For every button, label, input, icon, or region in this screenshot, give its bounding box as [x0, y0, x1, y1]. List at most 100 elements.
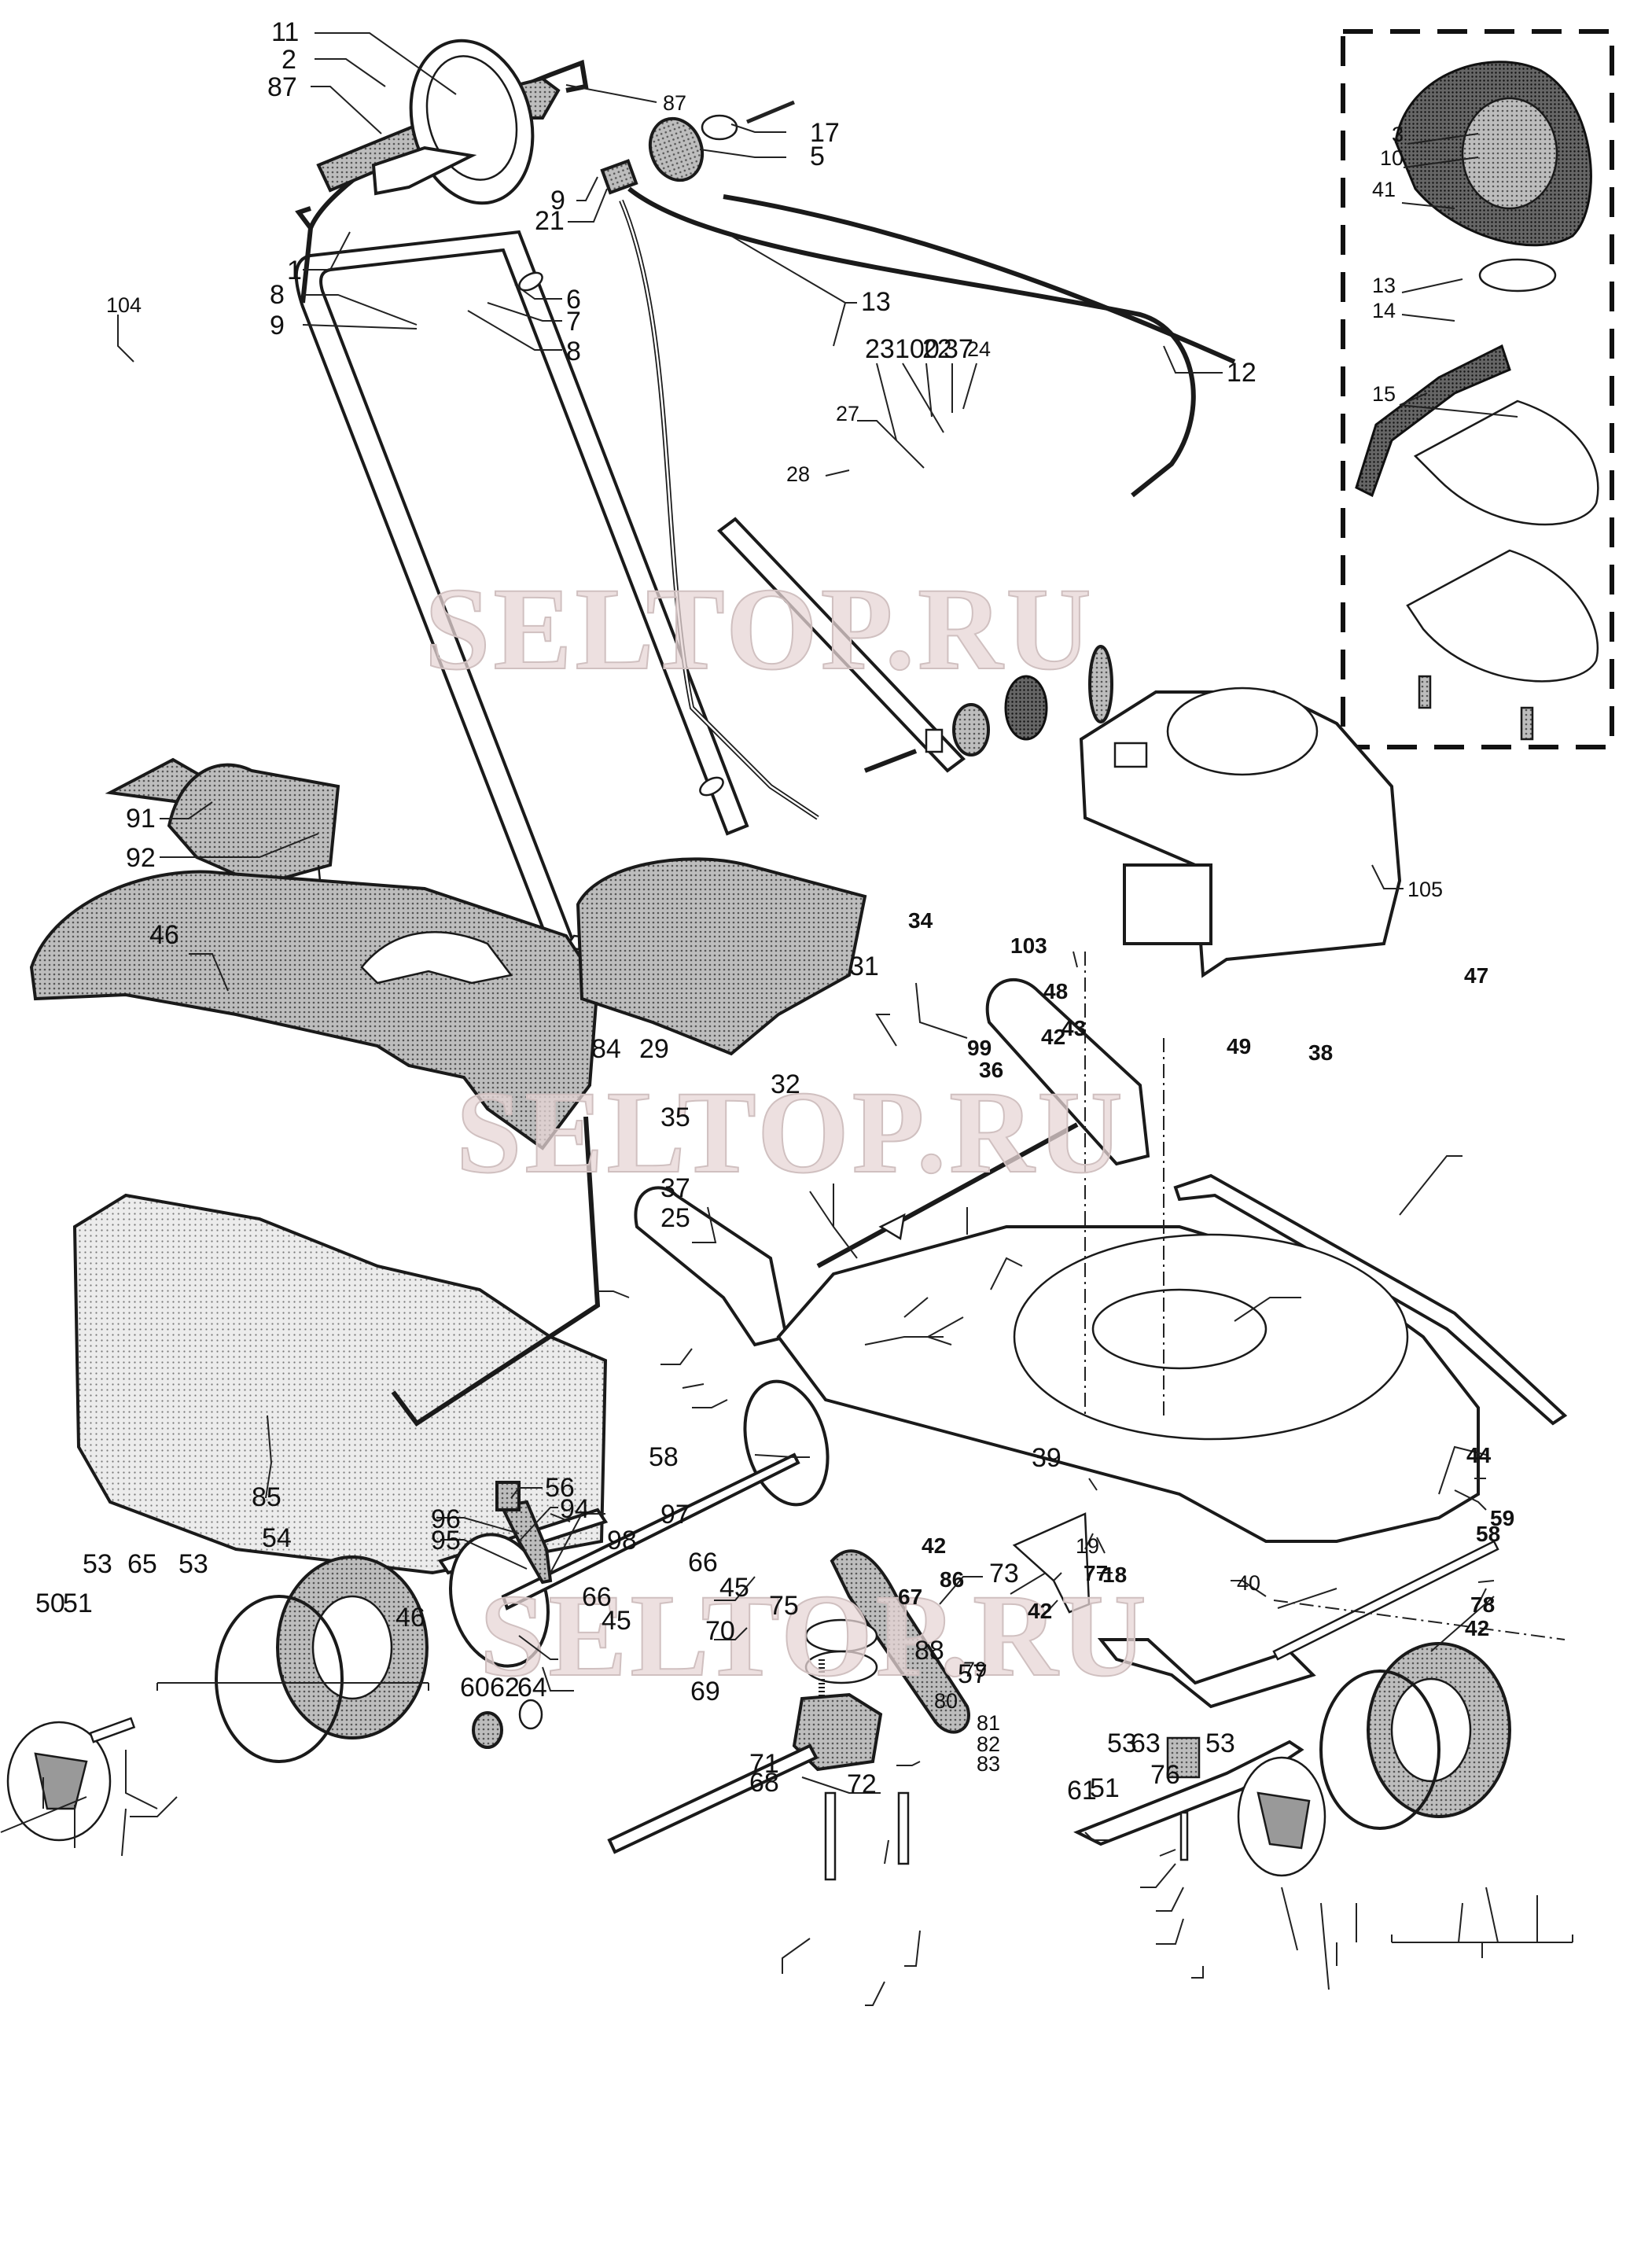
- part-label: 9: [270, 311, 285, 341]
- watermark-1: SELTOP.RU: [425, 564, 1095, 694]
- part-label: 92: [126, 843, 156, 873]
- part-label: 32: [771, 1069, 800, 1099]
- lower-handle-bar: [717, 517, 966, 773]
- engine-block: [1123, 863, 1212, 945]
- part-label: 67: [898, 1585, 922, 1609]
- part-label: 98: [607, 1526, 637, 1555]
- part-label: 84: [591, 1034, 621, 1064]
- part-label: 77: [1084, 1561, 1108, 1585]
- part-label: 58: [1476, 1522, 1500, 1546]
- tyre-ring-65: [215, 1595, 344, 1763]
- blade-adapter-79: [1166, 1736, 1201, 1779]
- inset-label-10: 10: [1380, 146, 1404, 170]
- brake-cable: [619, 199, 819, 820]
- part-label: 18: [1102, 1563, 1127, 1587]
- part-label: 17: [810, 118, 840, 148]
- part-label: 8: [566, 337, 581, 366]
- part-label: 100: [895, 334, 940, 364]
- part-label: 88: [914, 1636, 944, 1666]
- inset-lever-41: [1355, 344, 1511, 498]
- part-label: 23: [865, 334, 895, 364]
- adjuster-gear: [1004, 675, 1048, 741]
- part-label: 70: [705, 1616, 735, 1646]
- part-label: 42: [1028, 1599, 1052, 1623]
- leader-lines: [0, 32, 1573, 2006]
- part-label: 68: [749, 1768, 779, 1798]
- part-label: 9: [550, 186, 565, 215]
- spring-31: [878, 1213, 906, 1241]
- part-label: 34: [908, 908, 933, 933]
- part-label: 5: [810, 142, 825, 171]
- height-plate-34: [985, 977, 1150, 1166]
- ignition-key: [701, 114, 738, 141]
- drive-axle-97: [501, 1452, 800, 1611]
- part-label: 28: [786, 462, 810, 486]
- inset-bolt-15a: [1418, 675, 1432, 709]
- front-axle-77: [1272, 1540, 1499, 1661]
- part-label: 99: [967, 1036, 992, 1060]
- part-label: 24: [967, 337, 991, 361]
- part-label: 103: [1010, 933, 1047, 958]
- catcher-frame-84: [391, 1116, 601, 1427]
- part-labels: 11 2 87 87 17 5 9 21 1 8 6 7 9 8 104 13 …: [35, 17, 1514, 1806]
- part-label: 58: [649, 1442, 679, 1472]
- part-label: 60: [460, 1673, 490, 1703]
- part-label: 37: [660, 1173, 690, 1203]
- flap-91: [167, 763, 340, 887]
- part-label: 37: [944, 334, 973, 364]
- part-label: 96: [431, 1504, 461, 1534]
- catcher-top-opening: [360, 931, 513, 985]
- part-label: 73: [989, 1559, 1019, 1589]
- inset-bolt-15b: [1520, 706, 1534, 741]
- control-console-face: [425, 55, 518, 181]
- front-wheel-hub: [1390, 1677, 1472, 1783]
- inset-label-13: 13: [1372, 274, 1396, 297]
- part-label: 56: [545, 1473, 575, 1503]
- part-label: 82: [977, 1732, 1000, 1756]
- rear-flap-29: [576, 857, 867, 1056]
- part-label: 72: [847, 1769, 877, 1799]
- bail-bar-47: [1173, 1173, 1568, 1426]
- watermark-3: SELTOP.RU: [480, 1570, 1150, 1701]
- part-label: 21: [535, 206, 565, 236]
- part-label: 36: [979, 1058, 1003, 1082]
- watermark-2: SELTOP.RU: [456, 1067, 1126, 1198]
- part-label: 53: [178, 1549, 208, 1579]
- part-label: 87: [267, 72, 297, 102]
- blade-80: [1073, 1739, 1304, 1846]
- part-label: 50: [35, 1589, 65, 1618]
- inset-cover-3-window: [1461, 97, 1558, 210]
- part-label: 78: [1470, 1592, 1495, 1617]
- part-label: 45: [602, 1606, 631, 1636]
- part-label: 104: [106, 293, 142, 317]
- part-label: 53: [1205, 1728, 1235, 1758]
- part-label: 12: [1227, 358, 1256, 388]
- part-label: 43: [1061, 1016, 1086, 1040]
- part-label: 11: [271, 17, 299, 47]
- part-label: 57: [958, 1659, 988, 1689]
- pinion-62: [472, 1711, 503, 1749]
- tyre-ring-63: [1319, 1670, 1440, 1830]
- part-label: 53: [83, 1549, 112, 1579]
- part-label: 2: [281, 45, 296, 75]
- part-label: 91: [126, 804, 156, 834]
- part-label: 53: [1107, 1728, 1137, 1758]
- part-label: 27: [836, 402, 859, 425]
- part-label: 71: [749, 1749, 779, 1779]
- part-label: 39: [1032, 1443, 1061, 1473]
- part-label: 94: [560, 1494, 590, 1524]
- part-label: 66: [582, 1582, 612, 1612]
- part-label: 79: [963, 1658, 987, 1681]
- part-label: 31: [849, 952, 879, 981]
- part-label: 76: [1150, 1760, 1180, 1790]
- inset-label-15: 15: [1372, 382, 1396, 406]
- part-label: 48: [1043, 979, 1068, 1003]
- grass-catcher: [29, 757, 609, 1575]
- part-label: 69: [690, 1677, 720, 1706]
- part-label: 65: [127, 1549, 157, 1579]
- inset-label-41: 41: [1372, 178, 1396, 201]
- part-label: 86: [940, 1567, 964, 1592]
- adjuster-disc: [952, 703, 990, 757]
- part-label: 38: [1308, 1040, 1333, 1065]
